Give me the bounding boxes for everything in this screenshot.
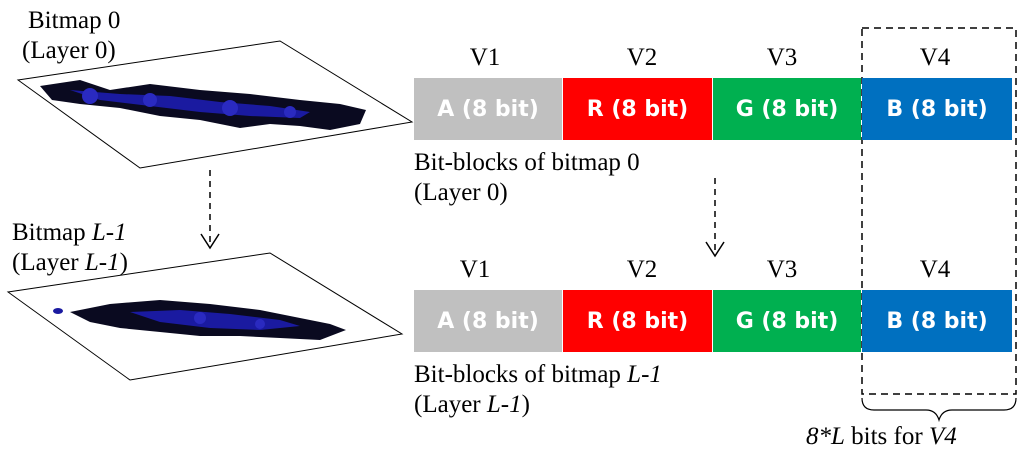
row1-v3-label: V3: [766, 256, 798, 283]
row0-block-b: B (8 bit): [862, 78, 1012, 140]
v4-dashed-box: [861, 27, 1017, 395]
v4-brace: [861, 397, 1017, 423]
row1-v1-label: V1: [459, 256, 491, 283]
row1-caption-line1: Bit-blocks of bitmap L-1: [414, 361, 662, 388]
bitmapL-title: Bitmap L-1: [12, 219, 127, 246]
bitmap0-title: Bitmap 0: [28, 7, 121, 34]
row0-v1-label: V1: [469, 44, 501, 71]
row0-v4-label: V4: [919, 44, 951, 71]
bitmap0-layer: (Layer 0): [22, 37, 116, 64]
row0-block-g: G (8 bit): [713, 78, 861, 140]
row0-v3-label: V3: [766, 44, 798, 71]
row1-v4-label: V4: [919, 256, 951, 283]
row0-v2-label: V2: [626, 44, 658, 71]
row1-caption-line2: (Layer L-1): [414, 391, 530, 418]
middle-down-arrow-head: [705, 241, 725, 258]
row0-caption-line2: (Layer 0): [414, 179, 508, 206]
row0-block-r: R (8 bit): [563, 78, 712, 140]
row0-caption-line1: Bit-blocks of bitmap 0: [414, 149, 640, 176]
bitmapL-layer: (Layer L-1): [12, 249, 128, 276]
bitmap0-blob: [40, 80, 366, 130]
bitmapL-blob: [53, 300, 346, 340]
row1-block-a: A (8 bit): [414, 290, 562, 352]
row1-v2-label: V2: [626, 256, 658, 283]
row1-block-r: R (8 bit): [563, 290, 712, 352]
row1-block-g: G (8 bit): [713, 290, 861, 352]
left-down-arrow-head: [200, 233, 220, 250]
row1-block-b: B (8 bit): [862, 290, 1012, 352]
row0-block-a: A (8 bit): [414, 78, 562, 140]
v4-brace-label: 8*L bits for V4: [806, 423, 957, 450]
